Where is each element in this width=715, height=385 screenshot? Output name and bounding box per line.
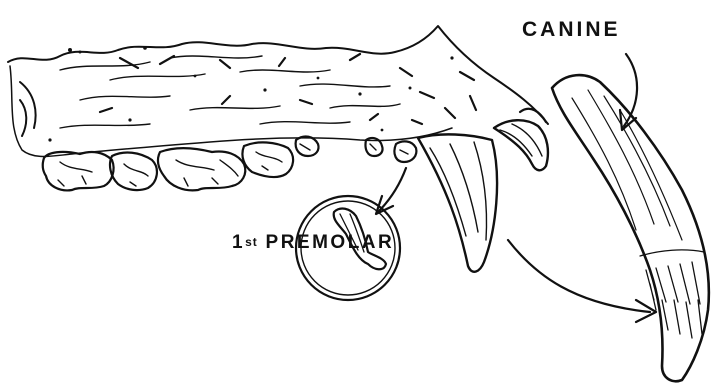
canine-label: CANINE — [522, 18, 621, 42]
premolar-ordinal-number: 1 — [232, 232, 245, 253]
canine-label-leader — [620, 54, 637, 130]
isolated-canine — [552, 75, 709, 381]
first-premolar-label: 1st PREMOLAR — [232, 232, 394, 254]
cheek-teeth-row — [43, 137, 417, 191]
premolar-ordinal-suffix: st — [245, 235, 258, 249]
premolar-name: PREMOLAR — [266, 232, 395, 253]
canine-arrow — [508, 240, 656, 322]
upper-jaw-bone — [8, 26, 548, 157]
